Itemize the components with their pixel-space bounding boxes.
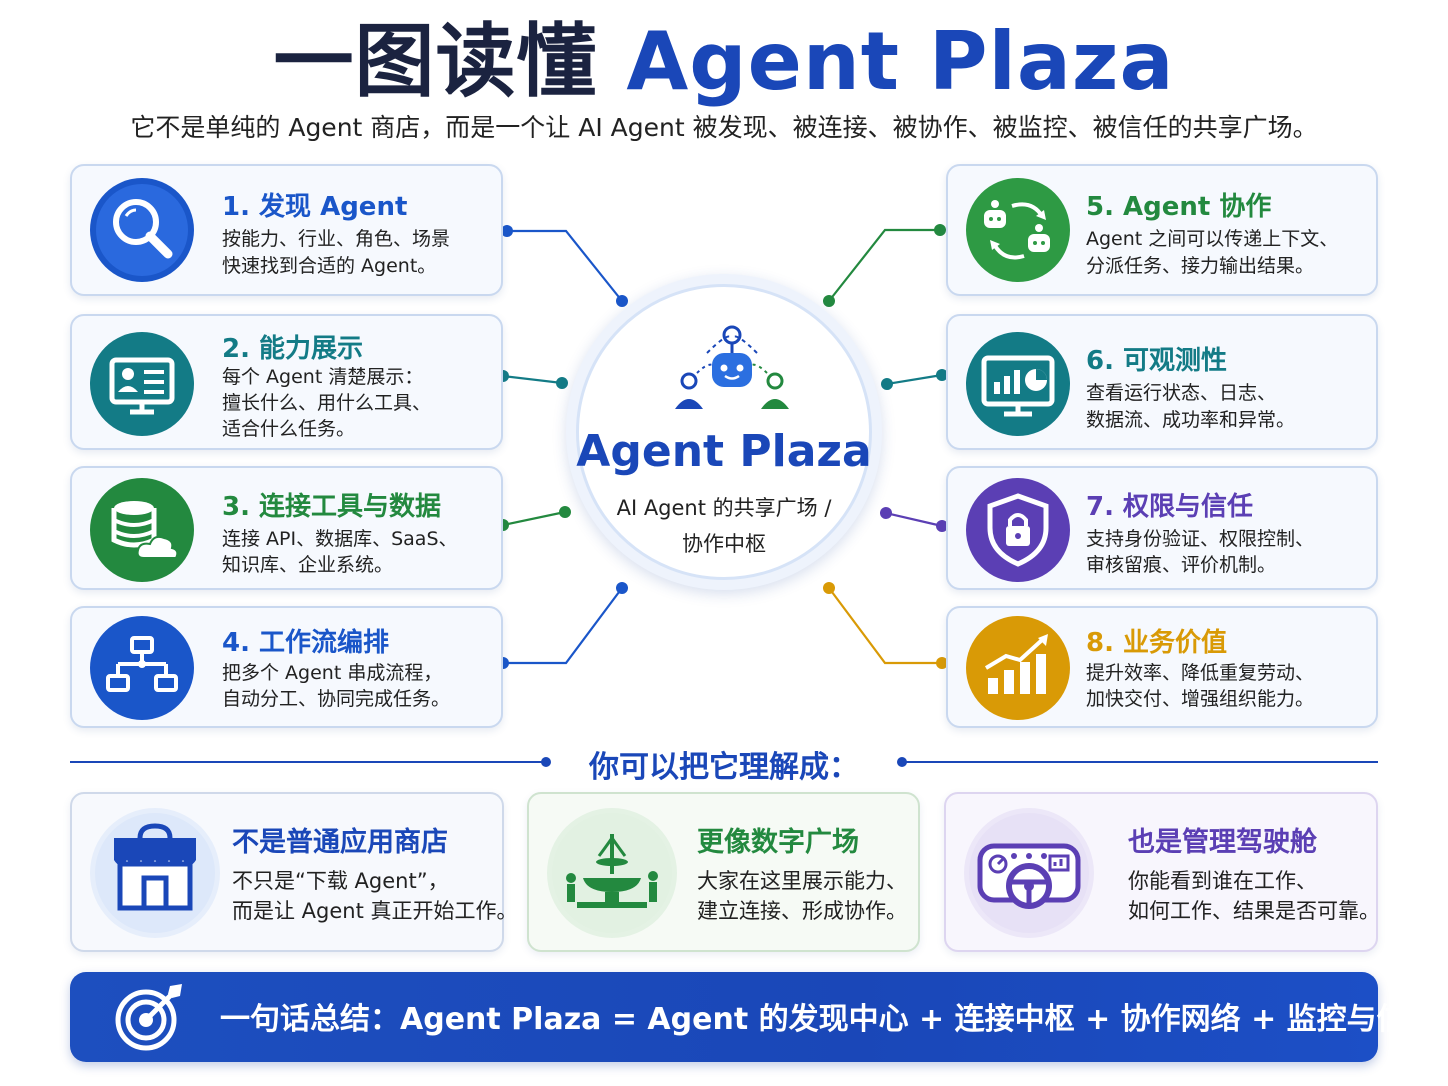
analogy-card-plaza[interactable]: 更像数字广场 大家在这里展示能力、 建立连接、形成协作。 [527, 792, 920, 952]
hub-subtitle-line2: 协作中枢 [682, 532, 766, 556]
feature-desc-line2: 快速找到合适的 Agent。 [222, 255, 437, 277]
page-title: 一图读懂 Agent Plaza [0, 14, 1448, 110]
feature-card-discover[interactable]: 1. 发现 Agent 按能力、行业、角色、场景 快速找到合适的 Agent。 [70, 164, 503, 296]
analogy-desc-line2: 建立连接、形成协作。 [697, 899, 907, 923]
summary-banner: 一句话总结：Agent Plaza = Agent 的发现中心 + 连接中枢 +… [70, 972, 1448, 1062]
feature-card-connect[interactable]: 3. 连接工具与数据 连接 API、数据库、SaaS、 知识库、企业系统。 [70, 466, 503, 590]
feature-desc-line1: Agent 之间可以传递上下文、 [1086, 228, 1339, 250]
feature-desc-line2: 知识库、企业系统。 [222, 554, 394, 576]
feature-card-capability[interactable]: 2. 能力展示 每个 Agent 清楚展示： 擅长什么、用什么工具、 适合什么任… [70, 314, 503, 450]
feature-desc-line2: 擅长什么、用什么工具、 [222, 392, 432, 414]
feature-title: 3. 连接工具与数据 [222, 492, 442, 522]
feature-desc-line1: 每个 Agent 清楚展示： [222, 366, 424, 388]
analogy-title: 不是普通应用商店 [232, 827, 448, 858]
analogy-title: 也是管理驾驶舱 [1128, 827, 1317, 858]
feature-desc-line1: 支持身份验证、权限控制、 [1086, 528, 1315, 550]
robot-network-icon [675, 325, 789, 409]
hub-circle [566, 274, 882, 590]
summary-text: 一句话总结：Agent Plaza = Agent 的发现中心 + 连接中枢 +… [220, 1002, 1448, 1037]
feature-desc-line2: 审核留痕、评价机制。 [1086, 554, 1277, 576]
feature-title: 1. 发现 Agent [222, 192, 408, 222]
feature-desc-line3: 适合什么任务。 [222, 418, 356, 440]
section-label: 你可以把它理解成： [589, 750, 859, 785]
feature-title: 2. 能力展示 [222, 334, 364, 364]
feature-desc-line1: 提升效率、降低重复劳动、 [1086, 662, 1315, 684]
page-subtitle: 它不是单纯的 Agent 商店，而是一个让 AI Agent 被发现、被连接、被… [130, 113, 1318, 142]
target-icon [112, 980, 186, 1054]
feature-card-workflow[interactable]: 4. 工作流编排 把多个 Agent 串成流程， 自动分工、协同完成任务。 [70, 606, 503, 728]
database-cloud-icon [90, 478, 194, 582]
fountain-plaza-icon [547, 808, 677, 938]
feature-desc-line1: 连接 API、数据库、SaaS、 [222, 528, 458, 550]
workflow-icon [90, 616, 194, 720]
analogy-desc-line2: 如何工作、结果是否可靠。 [1128, 899, 1380, 923]
feature-title: 5. Agent 协作 [1086, 192, 1272, 222]
storefront-icon [90, 808, 220, 938]
feature-card-trust[interactable]: 7. 权限与信任 支持身份验证、权限控制、 审核留痕、评价机制。 [946, 466, 1378, 590]
feature-desc-line1: 把多个 Agent 串成流程， [222, 662, 443, 684]
feature-title: 6. 可观测性 [1086, 346, 1228, 376]
feature-title: 7. 权限与信任 [1086, 492, 1254, 522]
feature-desc-line1: 查看运行状态、日志、 [1086, 382, 1277, 404]
feature-desc-line2: 数据流、成功率和异常。 [1086, 409, 1296, 431]
feature-card-collaboration[interactable]: 5. Agent 协作 Agent 之间可以传递上下文、 分派任务、接力输出结果… [946, 164, 1378, 296]
analogy-desc-line1: 你能看到谁在工作、 [1128, 869, 1317, 893]
profile-card-icon [90, 332, 194, 436]
hub-subtitle: AI Agent 的共享广场 / 协作中枢 [566, 490, 882, 562]
hub-inner-ring [576, 284, 872, 580]
analogy-title: 更像数字广场 [697, 827, 859, 858]
feature-desc-line1: 按能力、行业、角色、场景 [222, 228, 451, 250]
feature-card-value[interactable]: 8. 业务价值 提升效率、降低重复劳动、 加快交付、增强组织能力。 [946, 606, 1378, 728]
agents-exchange-icon [966, 178, 1070, 282]
feature-desc-line2: 自动分工、协同完成任务。 [222, 688, 451, 710]
search-icon [90, 178, 194, 282]
shield-lock-icon [966, 478, 1070, 582]
analogy-desc-line1: 不只是“下载 Agent”， [232, 869, 449, 893]
hub-title: Agent Plaza [576, 426, 872, 477]
analogy-card-cockpit[interactable]: 也是管理驾驶舱 你能看到谁在工作、 如何工作、结果是否可靠。 [944, 792, 1380, 952]
analogy-desc-line1: 大家在这里展示能力、 [697, 869, 907, 893]
analogy-desc-line2: 而是让 Agent 真正开始工作。 [232, 899, 518, 923]
growth-chart-icon [966, 616, 1070, 720]
hub-subtitle-line1: AI Agent 的共享广场 / [616, 496, 832, 520]
title-english: Agent Plaza [626, 15, 1175, 108]
feature-title: 8. 业务价值 [1086, 628, 1228, 658]
analogy-card-store[interactable]: 不是普通应用商店 不只是“下载 Agent”， 而是让 Agent 真正开始工作… [70, 792, 518, 952]
feature-card-observability[interactable]: 6. 可观测性 查看运行状态、日志、 数据流、成功率和异常。 [946, 314, 1378, 450]
feature-desc-line2: 加快交付、增强组织能力。 [1086, 688, 1315, 710]
feature-desc-line2: 分派任务、接力输出结果。 [1086, 255, 1315, 277]
monitor-chart-icon [966, 332, 1070, 436]
dashboard-cockpit-icon [964, 808, 1094, 938]
feature-title: 4. 工作流编排 [222, 628, 390, 658]
title-chinese: 一图读懂 [273, 15, 598, 108]
